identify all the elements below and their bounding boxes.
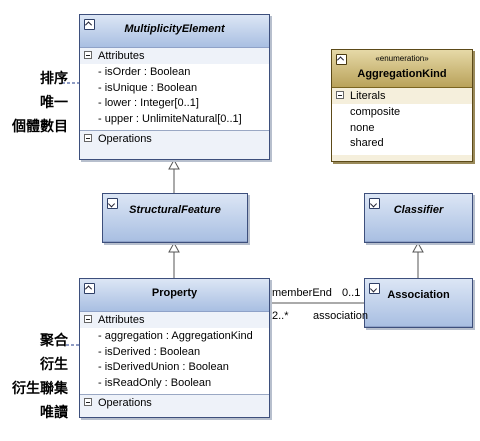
class-name: StructuralFeature [129,204,221,216]
attributes-header[interactable]: Attributes [80,48,269,64]
compartment-label: Attributes [98,314,145,326]
compartment-label: Attributes [98,50,145,62]
minus-box-icon[interactable] [84,134,92,142]
class-header: MultiplicityElement [80,15,269,48]
minus-box-icon[interactable] [84,51,92,59]
operations-header[interactable]: Operations [80,131,269,147]
class-header: Classifier [365,194,472,242]
class-structural-feature[interactable]: StructuralFeature [102,193,248,243]
enum-name: AggregationKind [357,68,447,80]
annotation-is-unique: 唯一 [40,95,68,111]
attribute-item[interactable]: - aggregation : AggregationKind [98,330,253,342]
compartment-label: Literals [350,90,386,102]
class-name: Classifier [393,204,444,216]
attribute-item[interactable]: - isDerivedUnion : Boolean [98,361,229,373]
generalization-arrowhead-structural [168,158,180,170]
attribute-item[interactable]: - lower : Integer[0..1] [98,97,199,109]
expand-toggle-icon[interactable] [369,198,380,209]
annotation-aggregation: 聚合 [40,333,68,349]
class-header: Property [80,279,269,312]
expand-toggle-icon[interactable] [369,283,380,294]
class-header: Association [365,279,472,327]
operations-header[interactable]: Operations [80,395,269,411]
generalization-arrowhead-association [412,241,424,253]
enum-header: «enumeration» AggregationKind [332,50,472,88]
attributes-compartment: Attributes - aggregation : AggregationKi… [80,312,269,395]
association-end-role-association: association [313,310,369,322]
literals-header[interactable]: Literals [332,88,472,104]
attribute-item[interactable]: - isDerived : Boolean [98,345,201,358]
class-name: Association [387,289,450,301]
class-multiplicity-element[interactable]: MultiplicityElement Attributes - isOrder… [79,14,270,160]
association-end-role-member-end: memberEnd [272,287,332,299]
enum-aggregation-kind[interactable]: «enumeration» AggregationKind Literals c… [331,49,473,162]
attribute-item[interactable]: - isReadOnly : Boolean [98,376,212,389]
minus-box-icon[interactable] [336,91,344,99]
generalization-arrowhead-property [168,241,180,253]
attributes-compartment: Attributes - isOrder : Boolean - isUniqu… [80,48,269,131]
literal-item[interactable]: shared [350,137,384,149]
annotation-is-derived: 衍生 [40,357,68,373]
minus-box-icon[interactable] [84,398,92,406]
class-association[interactable]: Association [364,278,473,328]
literal-item[interactable]: composite [350,106,401,118]
minus-box-icon[interactable] [84,315,92,323]
class-property[interactable]: Property Attributes - aggregation : Aggr… [79,278,270,418]
collapse-toggle-icon[interactable] [336,54,347,65]
class-name: MultiplicityElement [124,23,225,35]
compartment-label: Operations [98,397,152,409]
annotation-lower-upper: 個體數目 [12,119,68,135]
annotation-is-read-only: 唯讀 [40,405,68,421]
collapse-toggle-icon[interactable] [84,19,95,30]
association-end-multiplicity-2-many: 2..* [272,310,289,322]
attribute-item[interactable]: - isUnique : Boolean [98,81,198,94]
stereotype-label: «enumeration» [375,54,429,63]
association-end-multiplicity-0-1: 0..1 [342,287,361,299]
annotation-is-derived-union: 衍生聯集 [12,381,68,397]
class-name: Property [151,287,198,299]
attributes-header[interactable]: Attributes [80,312,269,328]
attribute-item[interactable]: - upper : UnlimiteNatural[0..1] [98,112,242,125]
literal-item[interactable]: none [350,121,375,134]
class-classifier[interactable]: Classifier [364,193,473,243]
compartment-label: Operations [98,133,152,145]
attribute-item[interactable]: - isOrder : Boolean [98,66,191,78]
class-header: StructuralFeature [103,194,247,242]
expand-toggle-icon[interactable] [107,198,118,209]
collapse-toggle-icon[interactable] [84,283,95,294]
annotation-is-order: 排序 [40,71,68,87]
